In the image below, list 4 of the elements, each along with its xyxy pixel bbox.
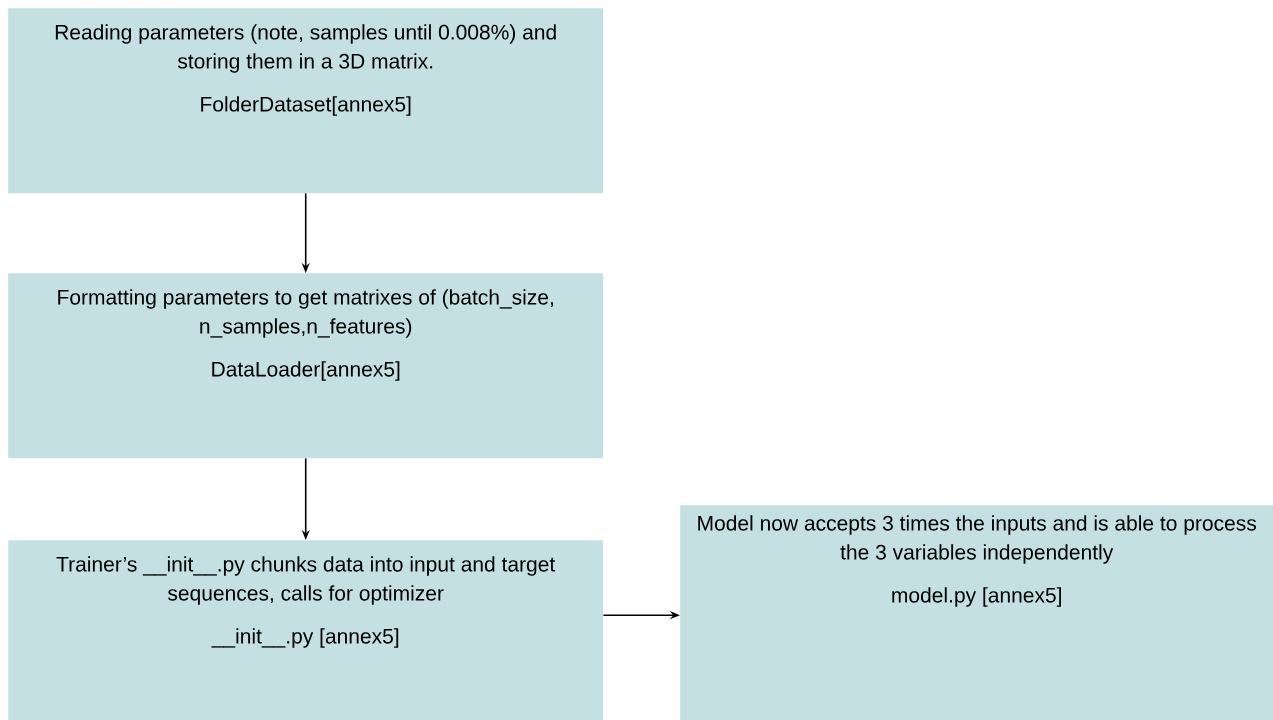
- process-box: Formatting parameters to get matrixes of (batch_size, n_samples,n_features) DataLoader[annex5]: [8, 273, 604, 459]
- process-box: Reading parameters (note, samples until 0.008%) and storing them in a 3D matrix. FolderDataset[annex5]: [8, 8, 604, 194]
- process-box: Model now accepts 3 times the inputs and is able to process the 3 variables independently model.py [annex5]: [680, 505, 1273, 720]
- process-box: Trainer’s __init__.py chunks data into input and target sequences, calls for optimizer __init__.py [annex5]: [8, 540, 604, 720]
